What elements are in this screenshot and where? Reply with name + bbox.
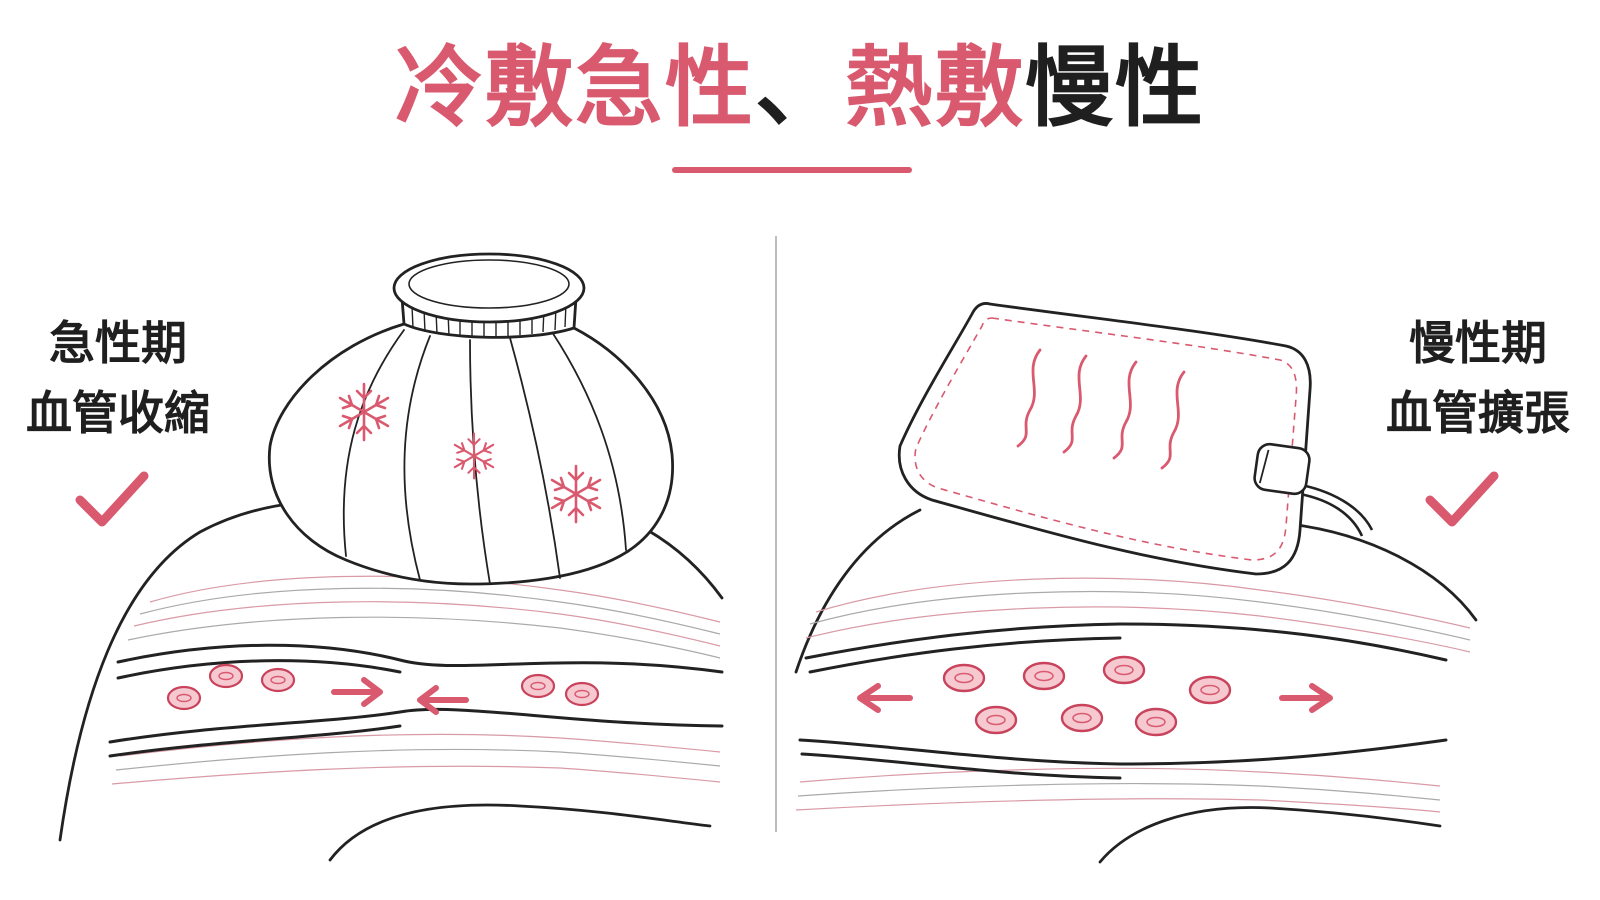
checkmark-icon-right [1425, 471, 1499, 527]
constricted-vessel-left [108, 643, 724, 758]
title-heat: 熱敷 [845, 36, 1026, 139]
muscle-fibers-left [111, 575, 721, 785]
heat-wave-icon [1016, 348, 1186, 470]
checkmark-icon-left [75, 471, 149, 527]
blood-cells-left [166, 663, 600, 711]
right-phase-label: 慢性期 [1409, 316, 1547, 370]
muscle-fibers-right [795, 577, 1471, 813]
blood-cells-right [942, 655, 1232, 737]
ice-bag-icon [267, 252, 674, 586]
limb-outline-right [794, 508, 1478, 864]
left-label: 急性期 血管收縮 [18, 308, 218, 448]
title-chronic: 慢性 [1025, 36, 1206, 139]
inward-arrows-left [331, 677, 469, 715]
title-separator: 、 [754, 36, 845, 139]
page-title: 冷敷急性、熱敷慢性 [0, 38, 1600, 138]
title-underline [672, 167, 912, 173]
right-effect-label: 血管擴張 [1386, 386, 1570, 440]
left-effect-label: 血管收縮 [26, 386, 210, 440]
title-cold-acute: 冷敷急性 [394, 36, 755, 139]
right-label: 慢性期 血管擴張 [1378, 308, 1578, 448]
left-phase-label: 急性期 [49, 316, 187, 370]
heating-pad-icon [897, 302, 1374, 576]
dilated-vessel-right [798, 622, 1448, 780]
outward-arrows-right [857, 683, 1333, 713]
